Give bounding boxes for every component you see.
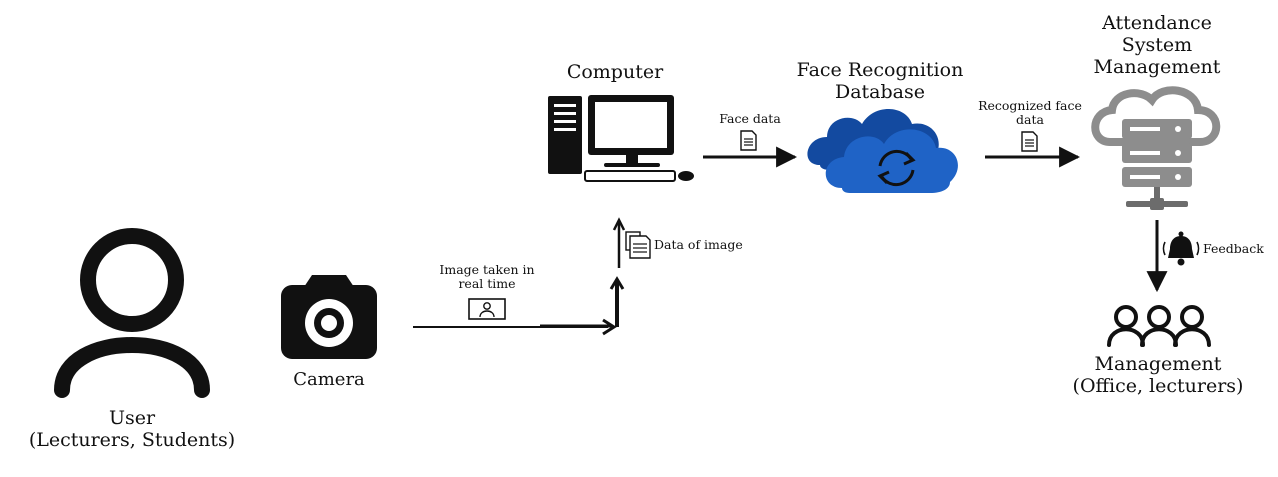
group-icon [1107, 305, 1211, 347]
management-node-label: Management (Office, lecturers) [1056, 353, 1260, 398]
cloud-sync-icon [807, 108, 958, 193]
user-title: User [108, 407, 156, 429]
edge-label-data-of-image: Data of image [654, 237, 743, 252]
attendance-title: Attendance System Management [1093, 12, 1221, 78]
document-icon [740, 130, 757, 151]
user-subtitle: (Lecturers, Students) [28, 428, 236, 451]
management-subtitle: (Office, lecturers) [1072, 374, 1244, 397]
photo-frame-icon [468, 298, 506, 320]
arrow-camera-to-computer [413, 276, 625, 336]
camera-icon [281, 275, 377, 359]
database-title: Face Recognition Database [796, 59, 964, 103]
edge-label-recognized-face-data: Recognized face data [978, 98, 1082, 128]
edge-label-image-taken: Image taken in real time [439, 262, 535, 292]
desktop-computer-icon [548, 95, 694, 182]
edge-label-feedback: Feedback [1203, 241, 1264, 256]
arrow-image-data-to-computer [612, 217, 626, 268]
cloud-server-icon [1091, 86, 1221, 210]
computer-title: Computer [566, 61, 664, 83]
user-node-label: User (Lecturers, Students) [20, 407, 244, 452]
user-icon [54, 228, 210, 398]
camera-title: Camera [293, 369, 365, 390]
bell-icon [1162, 231, 1200, 266]
document-icon [1021, 131, 1038, 152]
documents-icon [625, 231, 651, 259]
management-title: Management [1094, 353, 1222, 375]
edge-label-face-data: Face data [719, 111, 781, 126]
